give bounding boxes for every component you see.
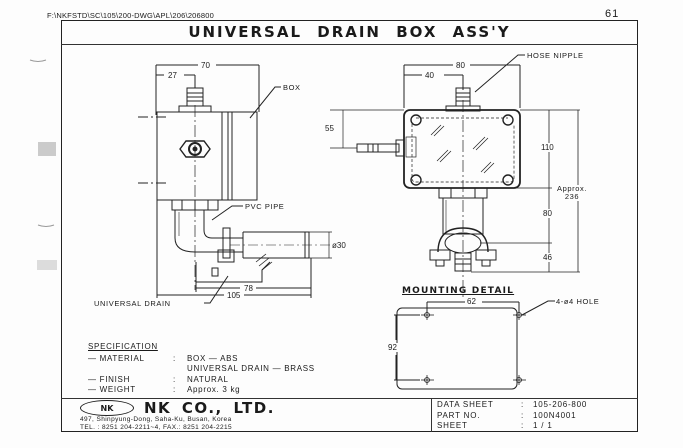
dim-side-nipple-55: 55 (324, 124, 335, 133)
spec-value: BOX — ABS (187, 353, 239, 363)
datasheet-value: 1 / 1 (533, 421, 553, 430)
drawing-title: UNIVERSAL DRAIN BOX ASS'Y (61, 20, 638, 45)
datasheet-key: DATA SHEET (437, 400, 494, 409)
label-holes: 4-ø4 HOLE (556, 297, 600, 306)
spec-sep: : (173, 374, 176, 384)
label-universal-drain: UNIVERSAL DRAIN (94, 299, 171, 308)
dim-mount-62: 62 (466, 297, 477, 306)
spec-key: — FINISH (88, 374, 131, 384)
datasheet-sep: : (521, 410, 525, 420)
datasheet-row: DATA SHEET:105-206-800 (437, 400, 587, 411)
label-pvc-pipe: PVC PIPE (245, 202, 285, 211)
datasheet-row: PART NO.:100N4001 (437, 411, 587, 422)
label-hose-nipple: HOSE NIPPLE (527, 51, 584, 60)
company-name: NK CO., LTD. (144, 399, 275, 417)
dim-width-70: 70 (200, 61, 211, 70)
spec-row: — WEIGHT: Approx. 3 kg (88, 385, 315, 396)
datasheet-sep: : (521, 400, 525, 409)
spec-row: — FINISH: NATURAL (88, 375, 315, 386)
datasheet-row: SHEET:1 / 1 (437, 421, 587, 432)
side-view (138, 64, 340, 304)
dim-mount-92: 92 (387, 343, 398, 352)
spec-sep (173, 364, 187, 375)
dim-drain-78: 78 (243, 284, 254, 293)
scan-marks (29, 59, 57, 270)
label-box: BOX (283, 83, 301, 92)
title-block-column-divider (431, 398, 432, 432)
datasheet-value: 105-206-800 (533, 400, 588, 409)
dim-nipple-40: 40 (424, 71, 435, 80)
dim-box-height-110: 110 (540, 143, 555, 152)
dim-width-80: 80 (455, 61, 466, 70)
company-address-block: 497, Shinpyung-Dong, Saha-Ku, Busan, Kor… (80, 416, 232, 431)
spec-sep: : (173, 353, 176, 363)
drawing-frame (61, 20, 638, 432)
dim-pipe-80: 80 (542, 209, 553, 218)
dim-overall-105: 105 (226, 291, 242, 300)
datasheet-key: SHEET (437, 421, 468, 430)
title-text: UNIVERSAL DRAIN BOX ASS'Y (188, 23, 511, 41)
dim-nipple-27: 27 (167, 71, 178, 80)
company-logo: NK (80, 400, 134, 416)
spec-row: UNIVERSAL DRAIN — BRASS (88, 364, 315, 375)
file-path: F:\NKFSTD\SC\105\200-DWG\APL\206\206800 (47, 11, 215, 20)
approx-line-1: Approx. (557, 184, 588, 193)
spec-value: NATURAL (187, 374, 229, 384)
spec-key: — WEIGHT (88, 385, 136, 394)
spec-row: — MATERIAL: BOX — ABS (88, 354, 315, 365)
page-number: 61 (605, 8, 620, 20)
datasheet-value: 100N4001 (533, 410, 577, 420)
mounting-detail (394, 300, 555, 390)
specification-block: SPECIFICATION — MATERIAL: BOX — ABS UNIVE… (88, 342, 315, 396)
spec-sep: : (173, 385, 176, 394)
dim-drain-46: 46 (542, 253, 553, 262)
company-block: NK NK CO., LTD. (80, 399, 275, 417)
spec-value: Approx. 3 kg (187, 385, 241, 394)
label-approx-total: Approx. 236 (557, 184, 588, 201)
title-block-divider (61, 398, 638, 399)
datasheet-key: PART NO. (437, 410, 481, 420)
dim-pipe-diameter: ø30 (331, 241, 347, 250)
spec-key: — MATERIAL (88, 353, 145, 363)
company-address: 497, Shinpyung-Dong, Saha-Ku, Busan, Kor… (80, 416, 232, 423)
spec-key (88, 364, 173, 375)
mounting-detail-title: MOUNTING DETAIL (402, 286, 515, 296)
company-contact: TEL. : 8251 204-2211~4, FAX.: 8251 204-2… (80, 423, 233, 431)
front-view (330, 54, 580, 300)
spec-heading: SPECIFICATION (88, 342, 158, 351)
logo-text: NK (100, 403, 114, 413)
datasheet-block: DATA SHEET:105-206-800 PART NO.:100N4001… (437, 400, 587, 432)
datasheet-sep: : (521, 421, 525, 430)
approx-line-2: 236 (564, 192, 580, 201)
spec-value: UNIVERSAL DRAIN — BRASS (187, 364, 315, 373)
